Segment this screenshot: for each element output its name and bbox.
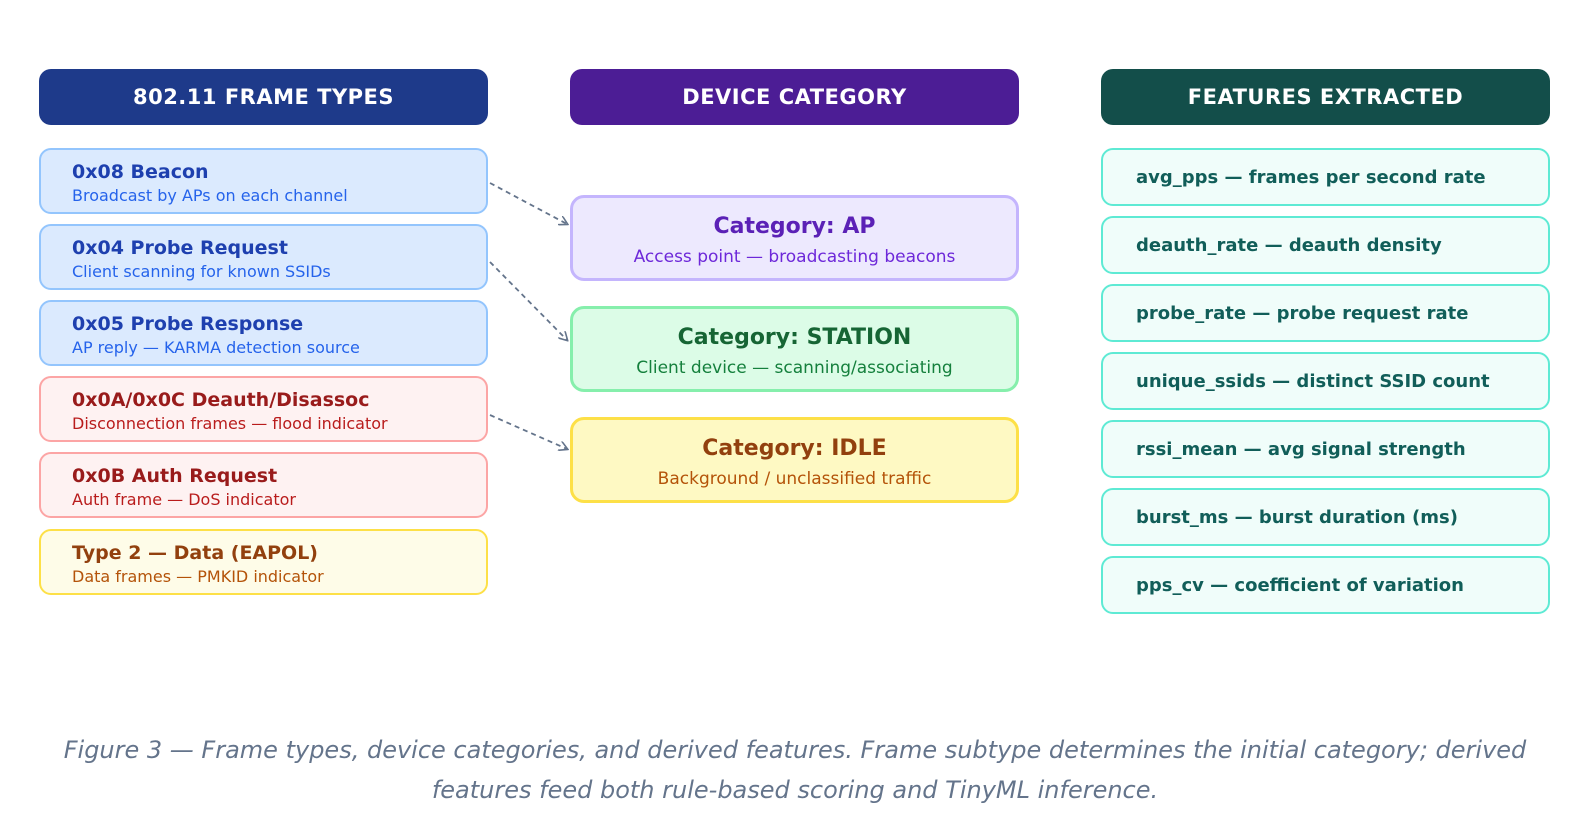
frame-probe-response: 0x05 Probe Response AP reply — KARMA det… [39, 300, 488, 366]
category-idle-subtitle: Background / unclassified traffic [657, 469, 932, 489]
feature-probe-rate: probe_rate — probe request rate [1101, 284, 1550, 342]
frame-deauth-disassoc: 0x0A/0x0C Deauth/Disassoc Disconnection … [39, 376, 488, 442]
feature-pps-cv: pps_cv — coefficient of variation [1101, 556, 1550, 614]
frame-probe-request-subtitle: Client scanning for known SSIDs [72, 262, 331, 281]
frame-auth-request-title: 0x0B Auth Request [72, 465, 278, 487]
category-station: Category: STATION Client device — scanni… [570, 306, 1019, 392]
frame-beacon: 0x08 Beacon Broadcast by APs on each cha… [39, 148, 488, 214]
feature-unique-ssids: unique_ssids — distinct SSID count [1101, 352, 1550, 410]
frame-deauth-disassoc-title: 0x0A/0x0C Deauth/Disassoc [72, 389, 370, 411]
category-ap-subtitle: Access point — broadcasting beacons [633, 247, 956, 267]
arrow-probe-request-to-station [489, 261, 567, 340]
feature-avg-pps: avg_pps — frames per second rate [1101, 148, 1550, 206]
features-extracted-header: FEATURES EXTRACTED [1101, 69, 1550, 125]
frame-beacon-subtitle: Broadcast by APs on each channel [72, 186, 348, 205]
frame-data-eapol: Type 2 — Data (EAPOL) Data frames — PMKI… [39, 529, 488, 595]
frame-auth-request: 0x0B Auth Request Auth frame — DoS indic… [39, 452, 488, 518]
frame-probe-request-title: 0x04 Probe Request [72, 237, 288, 259]
frame-deauth-disassoc-subtitle: Disconnection frames — flood indicator [72, 414, 388, 433]
figure-caption: Figure 3 — Frame types, device categorie… [63, 736, 1527, 804]
feature-rssi-mean: rssi_mean — avg signal strength [1101, 420, 1550, 478]
arrow-beacon-to-ap [489, 182, 567, 224]
category-idle: Category: IDLE Background / unclassified… [570, 417, 1019, 503]
frame-beacon-title: 0x08 Beacon [72, 161, 209, 183]
frame-probe-request: 0x04 Probe Request Client scanning for k… [39, 224, 488, 290]
category-station-title: Category: STATION [677, 325, 912, 350]
frame-probe-response-title: 0x05 Probe Response [72, 313, 304, 335]
frame-data-eapol-subtitle: Data frames — PMKID indicator [72, 567, 324, 586]
frame-probe-response-subtitle: AP reply — KARMA detection source [72, 338, 360, 357]
feature-burst-ms: burst_ms — burst duration (ms) [1101, 488, 1550, 546]
category-idle-title: Category: IDLE [702, 436, 887, 461]
category-station-subtitle: Client device — scanning/associating [636, 358, 953, 378]
arrow-deauth-to-idle [489, 414, 567, 449]
feature-deauth-rate: deauth_rate — deauth density [1101, 216, 1550, 274]
frame-auth-request-subtitle: Auth frame — DoS indicator [72, 490, 296, 509]
frame-types-header: 802.11 FRAME TYPES [39, 69, 488, 125]
frame-data-eapol-title: Type 2 — Data (EAPOL) [72, 542, 318, 564]
category-ap: Category: AP Access point — broadcasting… [570, 195, 1019, 281]
category-ap-title: Category: AP [713, 214, 876, 239]
device-category-header: DEVICE CATEGORY [570, 69, 1019, 125]
